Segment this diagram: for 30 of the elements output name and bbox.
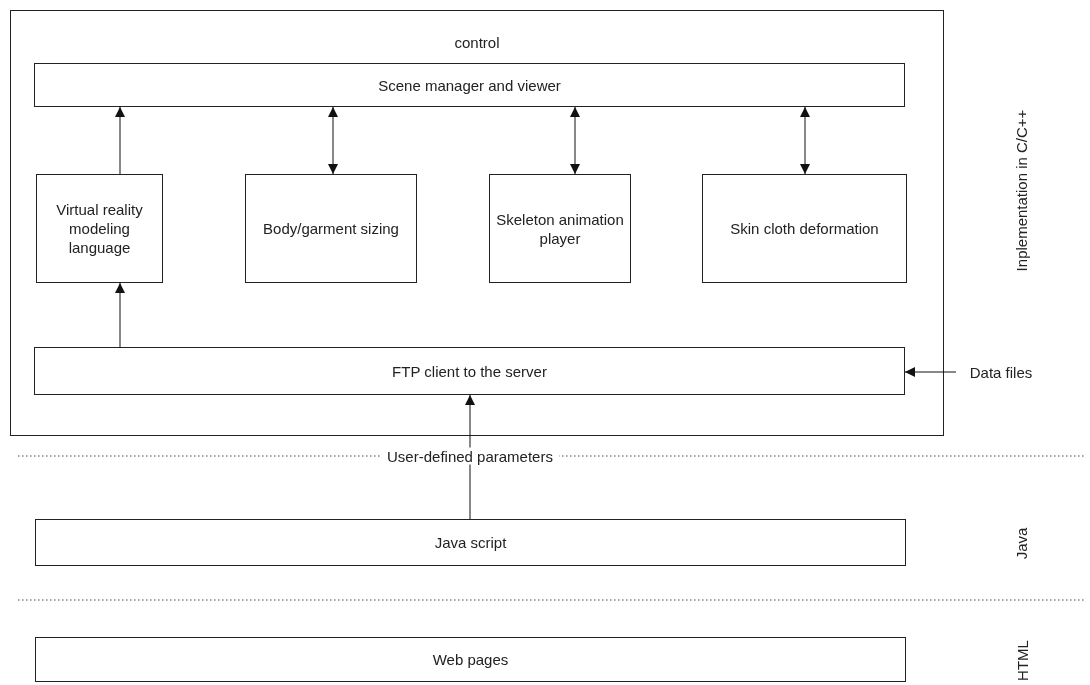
layer-label: Java	[1013, 527, 1031, 559]
process-box	[34, 63, 905, 107]
process-box	[35, 637, 906, 682]
process-box	[245, 174, 417, 283]
box-label: Java script	[433, 533, 508, 552]
box-label: Virtual reality modeling language	[55, 200, 144, 257]
process-box	[702, 174, 907, 283]
box-label: Body/garment sizing	[262, 219, 400, 238]
box-label: Skeleton animation player	[495, 209, 625, 248]
box-label: Web pages	[431, 650, 510, 669]
box-label: FTP client to the server	[391, 361, 548, 381]
process-box	[489, 174, 631, 283]
box-label: Skin cloth deformation	[729, 219, 880, 238]
container-title: control	[453, 33, 501, 52]
box-label: Scene manager and viewer	[377, 75, 562, 95]
layer-label: Inplementation in C/C++	[1013, 109, 1031, 271]
process-box	[36, 174, 163, 283]
arrow	[115, 106, 125, 175]
component-container	[10, 10, 944, 436]
edge-label: User-defined parameters	[381, 447, 559, 465]
box-label: Data files	[968, 362, 1034, 382]
process-box	[35, 519, 906, 566]
arrow	[570, 106, 580, 175]
process-box	[34, 347, 905, 395]
arrow	[904, 367, 957, 377]
arrow	[465, 394, 475, 520]
arrow	[328, 106, 338, 175]
layer-label: HTML	[1013, 639, 1031, 681]
arrow	[115, 282, 125, 348]
arrow	[800, 106, 810, 175]
